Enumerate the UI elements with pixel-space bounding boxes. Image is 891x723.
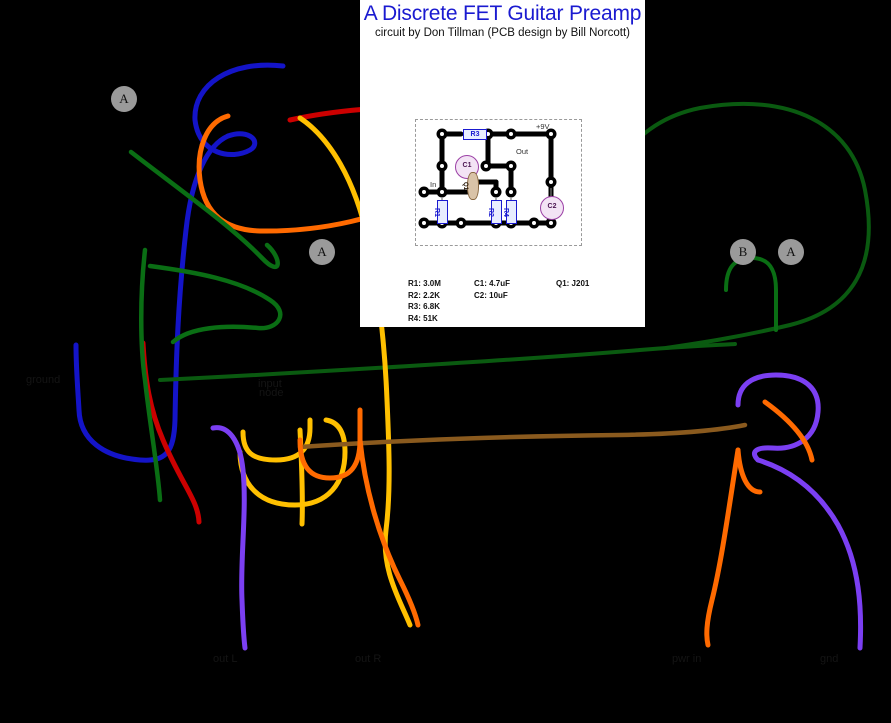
parts-column-transistor: Q1: J201 <box>556 278 589 290</box>
wire-purple-1 <box>210 425 248 651</box>
preamp-info-panel: A Discrete FET Guitar Preamp circuit by … <box>360 0 645 327</box>
part-entry: R1: 3.0M <box>408 279 441 288</box>
label-supply: +9V <box>536 122 550 131</box>
badge-marker-a2[interactable]: A <box>309 239 335 265</box>
part-entry: C2: 10uF <box>474 290 508 300</box>
wire-orange-3 <box>357 437 421 628</box>
wire-gold-1 <box>240 417 313 463</box>
wire-blue-2 <box>73 133 231 463</box>
badge-marker-a1[interactable]: A <box>111 86 137 112</box>
component-c2[interactable]: C2 <box>540 196 564 220</box>
wire-green-1 <box>128 149 280 270</box>
faint-label: pwr in <box>672 653 702 665</box>
label-input: In <box>430 180 437 189</box>
label-output: Out <box>516 147 529 156</box>
parts-column-capacitors: C1: 4.7uF C2: 10uF <box>474 278 510 301</box>
pcb-board: R3 C1 Q1 R1 R2 R4 C2 In Out +9V <box>415 119 582 246</box>
faint-label: input <box>258 378 282 390</box>
part-entry: Q1: J201 <box>556 279 590 288</box>
faint-label: gnd <box>820 653 839 665</box>
faint-label: out R <box>355 653 382 665</box>
wire-orange-6 <box>704 447 741 648</box>
wire-gold-2 <box>237 417 348 508</box>
component-r3[interactable]: R3 <box>463 129 487 140</box>
panel-title: A Discrete FET Guitar Preamp <box>363 2 642 25</box>
wire-purple-2 <box>735 372 821 463</box>
part-entry: R2: 2.2K <box>408 290 441 300</box>
faint-label: node <box>259 387 284 399</box>
pcb-traces <box>418 128 557 229</box>
panel-subtitle: circuit by Don Tillman (PCB design by Bi… <box>375 27 630 39</box>
wire-orange-4 <box>762 399 815 463</box>
wire-purple-3 <box>755 457 864 651</box>
part-entry: R3: 6.8K <box>408 302 441 311</box>
badge-marker-a3[interactable]: A <box>778 239 804 265</box>
component-q1[interactable]: Q1 <box>462 172 479 200</box>
component-r4[interactable]: R4 <box>502 200 517 224</box>
wire-green-2 <box>147 263 283 345</box>
wire-green-6 <box>724 255 778 332</box>
wire-blue-1 <box>192 62 286 158</box>
wire-green-3 <box>139 247 163 503</box>
part-entry: C1: 4.7uF <box>474 279 511 288</box>
component-r1[interactable]: R1 <box>433 200 448 224</box>
wire-brown-1 <box>297 422 748 450</box>
faint-label: out L <box>213 653 238 665</box>
faint-label: ground <box>26 374 61 386</box>
wire-yellow-2 <box>382 397 413 628</box>
badge-marker-b[interactable]: B <box>730 239 756 265</box>
wire-orange-2 <box>297 407 363 481</box>
parts-column-resistors: R1: 3.0M R2: 2.2K R3: 6.8K R4: 51K <box>408 278 441 324</box>
wire-green-4 <box>158 342 737 382</box>
component-r2[interactable]: R2 <box>487 200 502 224</box>
part-entry: R4: 51K <box>408 313 438 323</box>
